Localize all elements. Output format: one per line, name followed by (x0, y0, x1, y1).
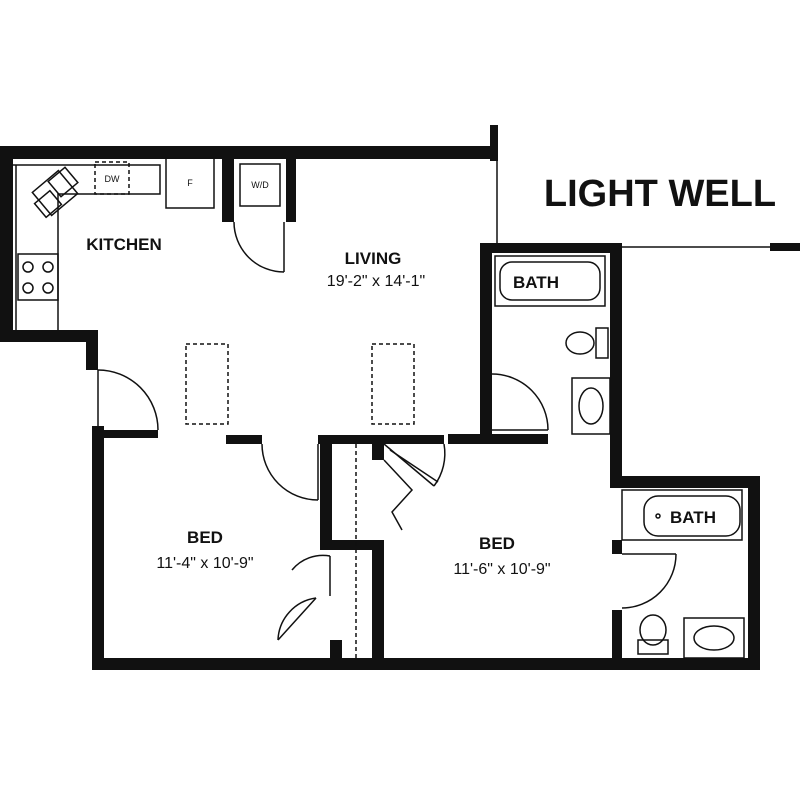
bath-main-toilet-icon (565, 327, 609, 359)
bed-left-closet-doors (277, 554, 331, 641)
skylight-right (371, 343, 415, 425)
bed-left-door (261, 443, 319, 501)
bath-main-sink-icon (571, 377, 611, 435)
bath-main-label: BATH (513, 273, 559, 292)
living-dimensions: 19'-2" x 14'-1" (327, 273, 425, 290)
bath-ensuite-sink-icon (683, 617, 745, 659)
bath-main-door (491, 373, 549, 431)
washer-dryer: W/D (222, 158, 296, 222)
entry-door (97, 369, 159, 431)
light-well-label: LIGHT WELL (544, 173, 776, 215)
stove-icon (17, 253, 59, 301)
bed-left-label: BED (187, 528, 223, 547)
dishwasher: DW (94, 161, 130, 195)
kitchen-sink-icon (31, 166, 79, 219)
bath-ensuite-tub (621, 489, 743, 541)
kitchen-counters (13, 164, 161, 330)
living-label: LIVING (345, 249, 402, 268)
walls (0, 125, 760, 670)
bed-right-closet-door (383, 459, 414, 531)
bed-right-label: BED (479, 534, 515, 553)
fridge: F (165, 157, 215, 209)
washer-dryer-door (233, 221, 285, 273)
svg-text:W/D: W/D (251, 180, 269, 190)
svg-text:DW: DW (105, 174, 120, 184)
bath-ensuite-toilet-icon (637, 614, 669, 655)
light-well-boundary (496, 160, 800, 251)
skylight-left (185, 343, 229, 425)
bed-left-dimensions: 11'-4" x 10'-9" (156, 555, 253, 572)
bath-main-tub (494, 255, 606, 307)
bed-right-dimensions: 11'-6" x 10'-9" (453, 561, 550, 578)
svg-text:F: F (187, 178, 193, 188)
bed-right-door (383, 443, 446, 487)
bath-ensuite-door (621, 553, 677, 609)
bath-ensuite-label: BATH (670, 508, 716, 527)
kitchen-label: KITCHEN (86, 235, 162, 254)
